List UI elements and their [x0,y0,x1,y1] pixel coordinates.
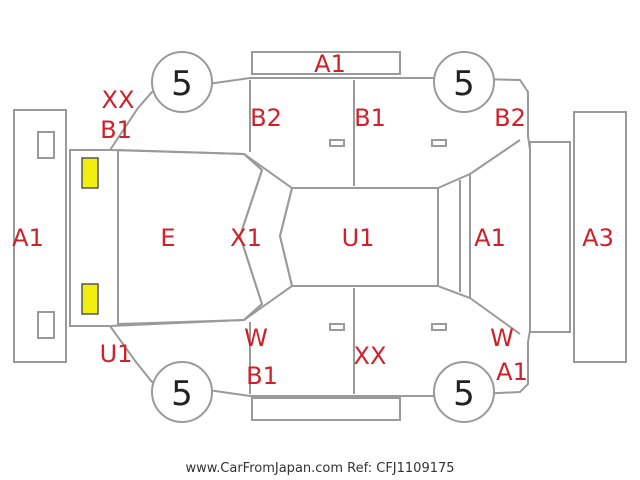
roof-outline [278,187,439,287]
code-hood: E [160,224,175,252]
code-front-right-corner: U1 [100,340,133,368]
tire-rear-right: 5 [433,361,495,423]
rear-window-outline [437,172,471,300]
left-side-top-strip [251,51,401,75]
headlight-right [81,283,99,315]
code-rear-right-door: XX [354,342,387,370]
footer-watermark: www.CarFromJapan.com Ref: CFJ1109175 [185,461,454,476]
tire-front-left-value: 5 [171,64,193,104]
tire-front-left: 5 [151,51,213,113]
code-front-left-door: B2 [250,104,282,132]
front-bumper-left-mark [37,131,55,159]
code-front-bumper: A1 [12,224,44,252]
code-rear-right-corner-1: W [490,324,514,352]
tire-front-right-value: 5 [453,64,475,104]
bottom-front-handle [329,323,345,331]
rear-bumper-panel [573,111,627,363]
tire-rear-left: 5 [151,361,213,423]
code-front-left-corner-2: B1 [100,116,132,144]
right-side-bottom-strip [251,397,401,421]
code-front-right-door-2: B1 [246,362,278,390]
code-top-panel: A1 [314,50,346,78]
bottom-rear-handle [431,323,447,331]
rear-right-pillar [469,297,521,335]
top-rear-handle [431,139,447,147]
front-bumper-right-mark [37,311,55,339]
headlight-left [81,157,99,189]
code-front-right-door-1: W [244,324,268,352]
code-front-left-corner-1: XX [102,86,135,114]
code-rear-bumper: A3 [582,224,614,252]
code-windshield: X1 [230,224,262,252]
rear-left-pillar [469,139,521,175]
tire-front-right: 5 [433,51,495,113]
code-rear-right-corner-2: A1 [496,358,528,386]
tire-rear-left-value: 5 [171,374,193,414]
tire-rear-right-value: 5 [453,374,475,414]
front-right-pillar [109,319,245,327]
code-rear-left-corner: B2 [494,104,526,132]
code-rear-left-door: B1 [354,104,386,132]
code-roof: U1 [342,224,375,252]
top-front-handle [329,139,345,147]
code-rear-window: A1 [474,224,506,252]
front-left-pillar [109,149,245,155]
rear-lamp-housing [529,141,571,333]
